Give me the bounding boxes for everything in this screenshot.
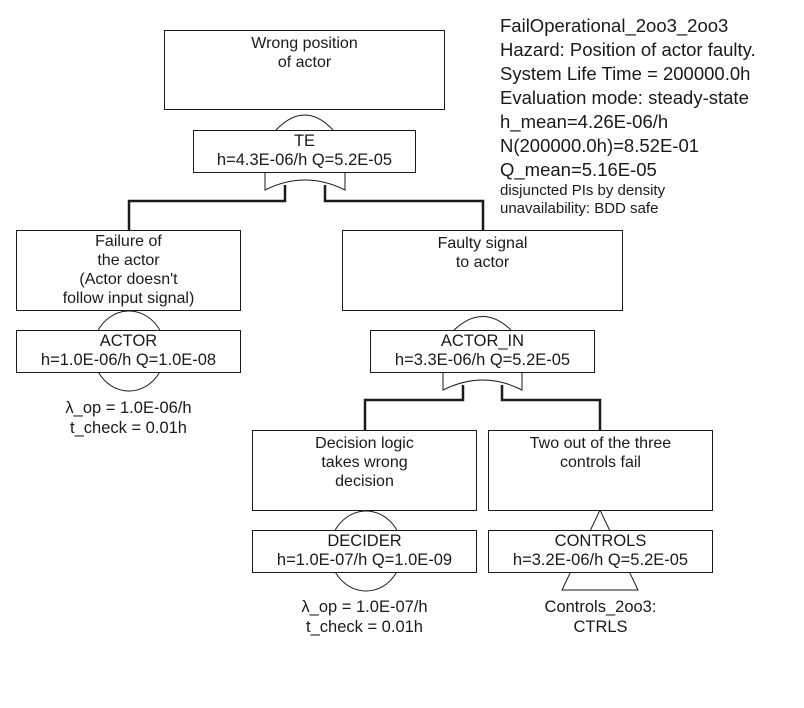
controls-transfer-box[interactable]: CONTROLS h=3.2E-06/h Q=5.2E-05 [488,530,713,573]
te-right-connector [323,185,485,231]
top-gate-arc [275,114,334,131]
actor-description[interactable]: Failure of the actor (Actor doesn't foll… [16,230,241,311]
decider-event-box[interactable]: DECIDER h=1.0E-07/h Q=1.0E-09 [252,530,477,573]
controls-transfer-label: Controls_2oo3: CTRLS [544,598,657,636]
note-unavailability: unavailability: BDD safe [500,200,659,217]
te-left-connector [127,185,287,231]
actor-id: ACTOR [99,332,158,350]
actor-in-description[interactable]: Faulty signal to actor [342,230,623,311]
q-mean-text: Q_mean=5.16E-05 [500,159,657,180]
top-event-gate-box[interactable]: TE h=4.3E-06/h Q=5.2E-05 [193,130,416,173]
top-event-id: TE [293,132,316,150]
actor-in-left-connector [363,385,465,431]
actor-in-values: h=3.3E-06/h Q=5.2E-05 [394,351,571,369]
actor-in-id: ACTOR_IN [440,332,525,350]
actor-params: λ_op = 1.0E-06/h t_check = 0.01h [65,399,192,437]
actor-event-box[interactable]: ACTOR h=1.0E-06/h Q=1.0E-08 [16,330,241,373]
controls-id: CONTROLS [554,532,647,550]
actor-in-gate-box[interactable]: ACTOR_IN h=3.3E-06/h Q=5.2E-05 [370,330,595,373]
te-or-gate-icon [264,172,346,191]
eval-mode-text: Evaluation mode: steady-state [500,87,749,108]
h-mean-text: h_mean=4.26E-06/h [500,111,669,132]
controls-values: h=3.2E-06/h Q=5.2E-05 [512,551,689,569]
top-event-values: h=4.3E-06/h Q=5.2E-05 [216,151,393,169]
decider-params: λ_op = 1.0E-07/h t_check = 0.01h [301,598,428,636]
actor-in-top-arc [453,316,512,331]
decider-description[interactable]: Decision logic takes wrong decision [252,430,477,511]
analysis-info: FailOperational_2oo3_2oo3 Hazard: Positi… [500,14,756,218]
decider-id: DECIDER [327,532,402,550]
note-disjuncted: disjuncted PIs by density [500,182,666,199]
actor-in-or-gate-icon [442,372,523,391]
actor-values: h=1.0E-06/h Q=1.0E-08 [40,351,217,369]
decider-values: h=1.0E-07/h Q=1.0E-09 [276,551,453,569]
model-title: FailOperational_2oo3_2oo3 [500,15,729,36]
actor-in-right-connector [500,385,602,431]
top-event-description[interactable]: Wrong position of actor [164,30,445,110]
hazard-text: Hazard: Position of actor faulty. [500,39,756,60]
n-value-text: N(200000.0h)=8.52E-01 [500,135,700,156]
controls-description[interactable]: Two out of the three controls fail [488,430,713,511]
life-time-text: System Life Time = 200000.0h [500,63,751,84]
